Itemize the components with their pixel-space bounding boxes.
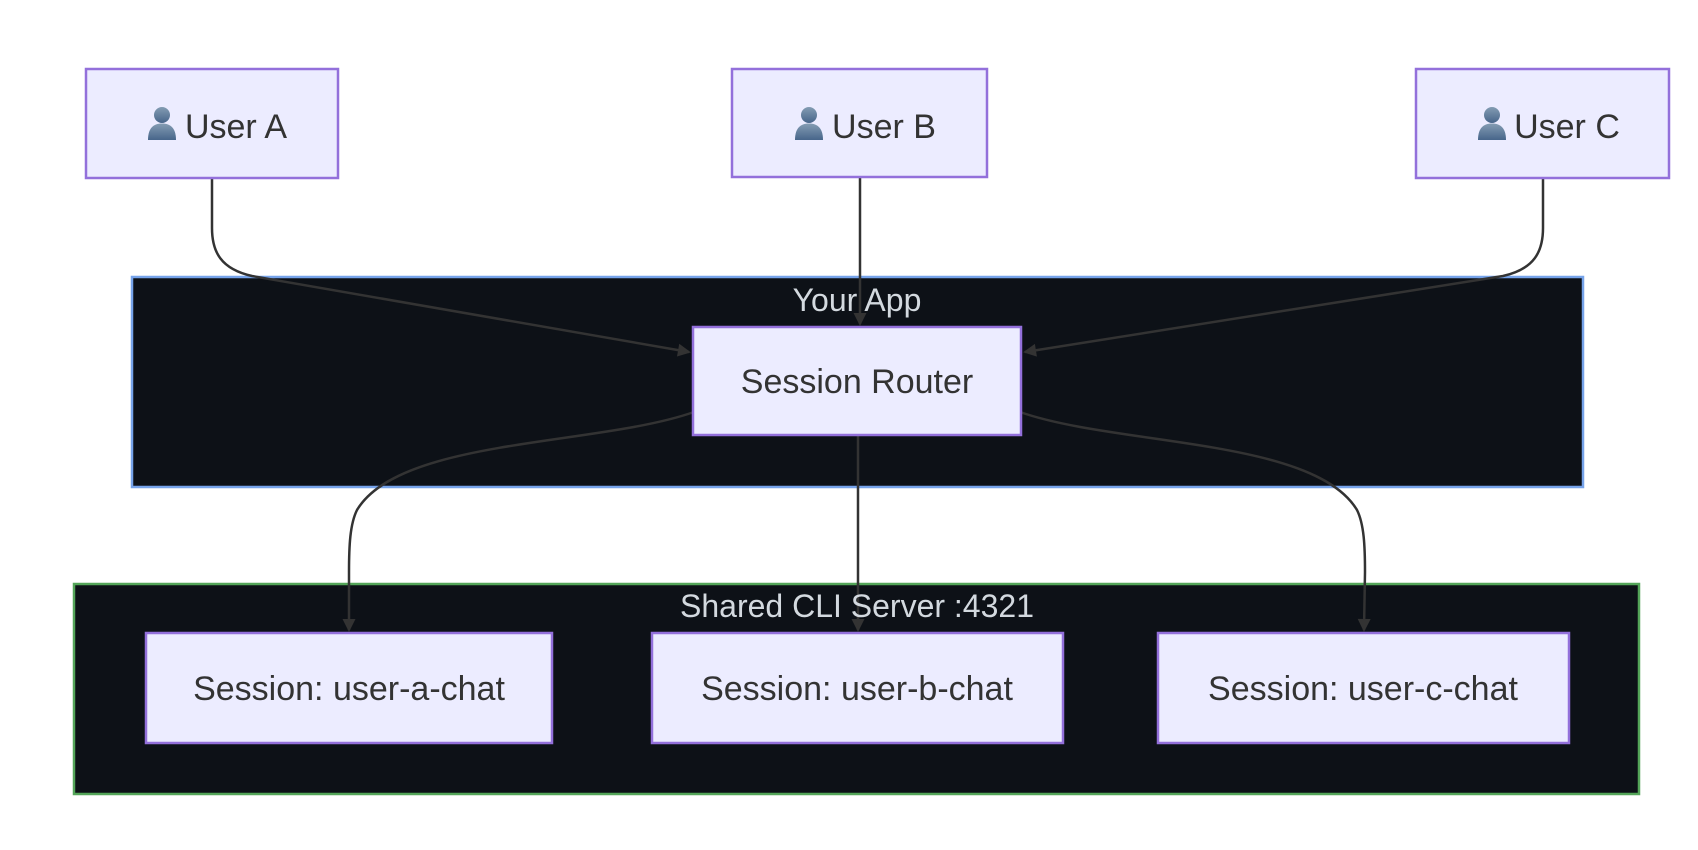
edge-user-a-to-router [210,178,691,357]
node-session-user-a-chat: Session: user-a-chat [144,631,554,745]
node-session-router: Session Router [691,325,1023,437]
user-icon [148,107,176,140]
node-session-router-label: Session Router [741,363,973,401]
node-session-user-a-chat-rect [144,631,554,745]
node-session-user-b-chat: Session: user-b-chat [650,631,1065,745]
edge-user-c-to-router [1023,178,1545,357]
node-session-router-rect [691,325,1023,437]
your-app-cluster-title: Your App [793,282,922,318]
node-user-a-rect [84,67,340,180]
node-user-b-label: User B [832,108,936,146]
edge-router-to-session-a [342,410,695,632]
user-icon [1478,107,1506,140]
node-session-user-b-chat-rect [650,631,1065,745]
user-icon [795,107,823,140]
node-user-a-label: User A [185,108,287,146]
node-session-user-b-chat-label: Session: user-b-chat [701,670,1013,708]
node-user-c: User C [1414,67,1671,180]
node-user-c-label: User C [1514,108,1620,146]
node-user-b: User B [730,67,989,179]
node-user-a: User A [84,67,340,180]
node-session-user-a-chat-label: Session: user-a-chat [193,670,505,708]
node-session-user-c-chat-label: Session: user-c-chat [1208,670,1518,708]
node-user-b-rect [730,67,989,179]
cli-server-cluster-title: Shared CLI Server :4321 [680,588,1034,624]
node-session-user-c-chat: Session: user-c-chat [1156,631,1571,745]
edge-router-to-session-c [1019,410,1371,632]
node-user-c-rect [1414,67,1671,180]
node-session-user-c-chat-rect [1156,631,1571,745]
